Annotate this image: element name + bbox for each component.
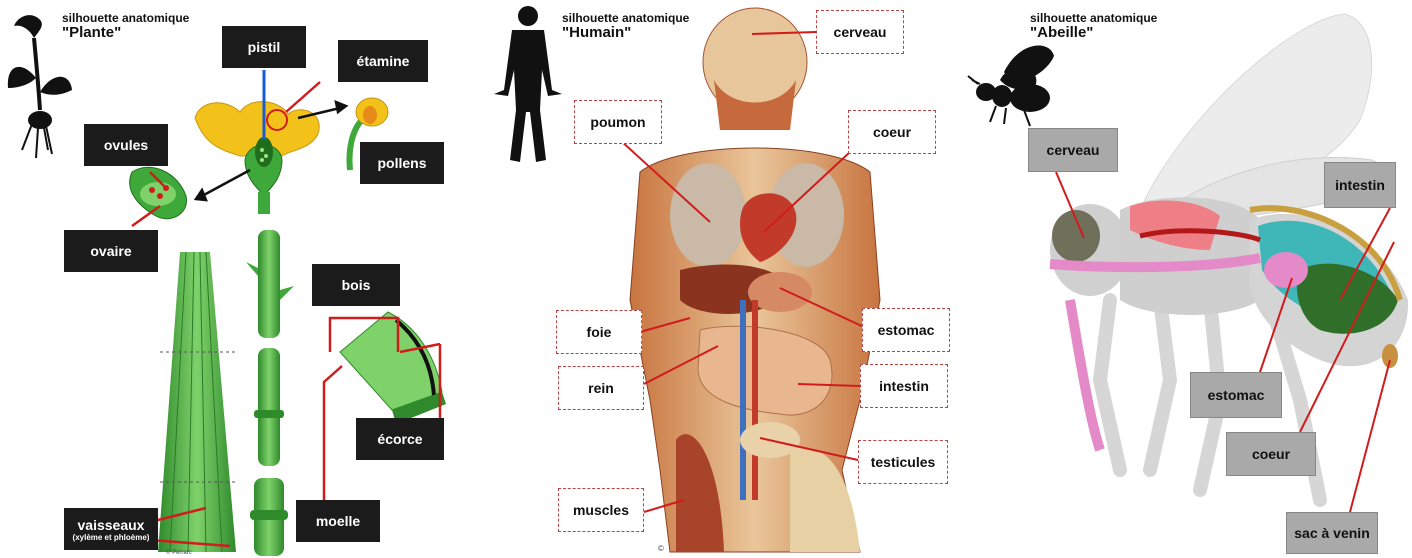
label-moelle: moelle <box>296 500 380 542</box>
label-human-coeur: coeur <box>848 110 936 154</box>
label-bee-estomac: estomac <box>1190 372 1282 418</box>
human-silhouette-icon <box>494 6 562 162</box>
flower-cross-section <box>195 70 319 214</box>
label-human-intestin: intestin <box>860 364 948 408</box>
label-pollens: pollens <box>360 142 444 184</box>
label-human-testicules: testicules <box>858 440 948 484</box>
human-credit: © <box>658 544 664 553</box>
plant-title-line1: silhouette anatomique <box>62 12 189 25</box>
vessel-stem-diagram <box>158 252 236 552</box>
label-human-estomac: estomac <box>862 308 950 352</box>
label-human-muscles: muscles <box>558 488 644 532</box>
label-bee-sac-a-venin: sac à venin <box>1286 512 1378 554</box>
bee-anatomy-figure <box>1050 14 1408 500</box>
label-human-foie: foie <box>556 310 642 354</box>
label-etamine: étamine <box>338 40 428 82</box>
ovule-detail <box>130 167 187 218</box>
bee-silhouette-icon <box>968 45 1054 126</box>
plant-credit: © Perrarc <box>166 550 192 556</box>
plant-panel-title: silhouette anatomique "Plante" <box>62 12 189 40</box>
human-title-line2: "Humain" <box>562 25 689 41</box>
plant-title-line2: "Plante" <box>62 25 189 41</box>
human-panel-title: silhouette anatomique "Humain" <box>562 12 689 40</box>
human-title-line1: silhouette anatomique <box>562 12 689 25</box>
wood-cross-section <box>340 312 446 424</box>
label-bois: bois <box>312 264 400 306</box>
label-vaisseaux-text: vaisseaux <box>78 517 145 533</box>
label-human-poumon: poumon <box>574 100 662 144</box>
stem-segments <box>246 230 294 556</box>
bee-title-line2: "Abeille" <box>1030 25 1157 41</box>
human-anatomy-figure <box>630 8 880 552</box>
label-bee-intestin: intestin <box>1324 162 1396 208</box>
label-human-cerveau: cerveau <box>816 10 904 54</box>
bee-title-line1: silhouette anatomique <box>1030 12 1157 25</box>
label-bee-coeur: coeur <box>1226 432 1316 476</box>
label-vaisseaux-sub: (xylème et phloème) <box>73 534 150 542</box>
label-human-rein: rein <box>558 366 644 410</box>
label-ovules: ovules <box>84 124 168 166</box>
label-vaisseaux: vaisseaux (xylème et phloème) <box>64 508 158 550</box>
label-ovaire: ovaire <box>64 230 158 272</box>
label-pistil: pistil <box>222 26 306 68</box>
bee-panel-title: silhouette anatomique "Abeille" <box>1030 12 1157 40</box>
label-bee-cerveau: cerveau <box>1028 128 1118 172</box>
label-ecorce: écorce <box>356 418 444 460</box>
